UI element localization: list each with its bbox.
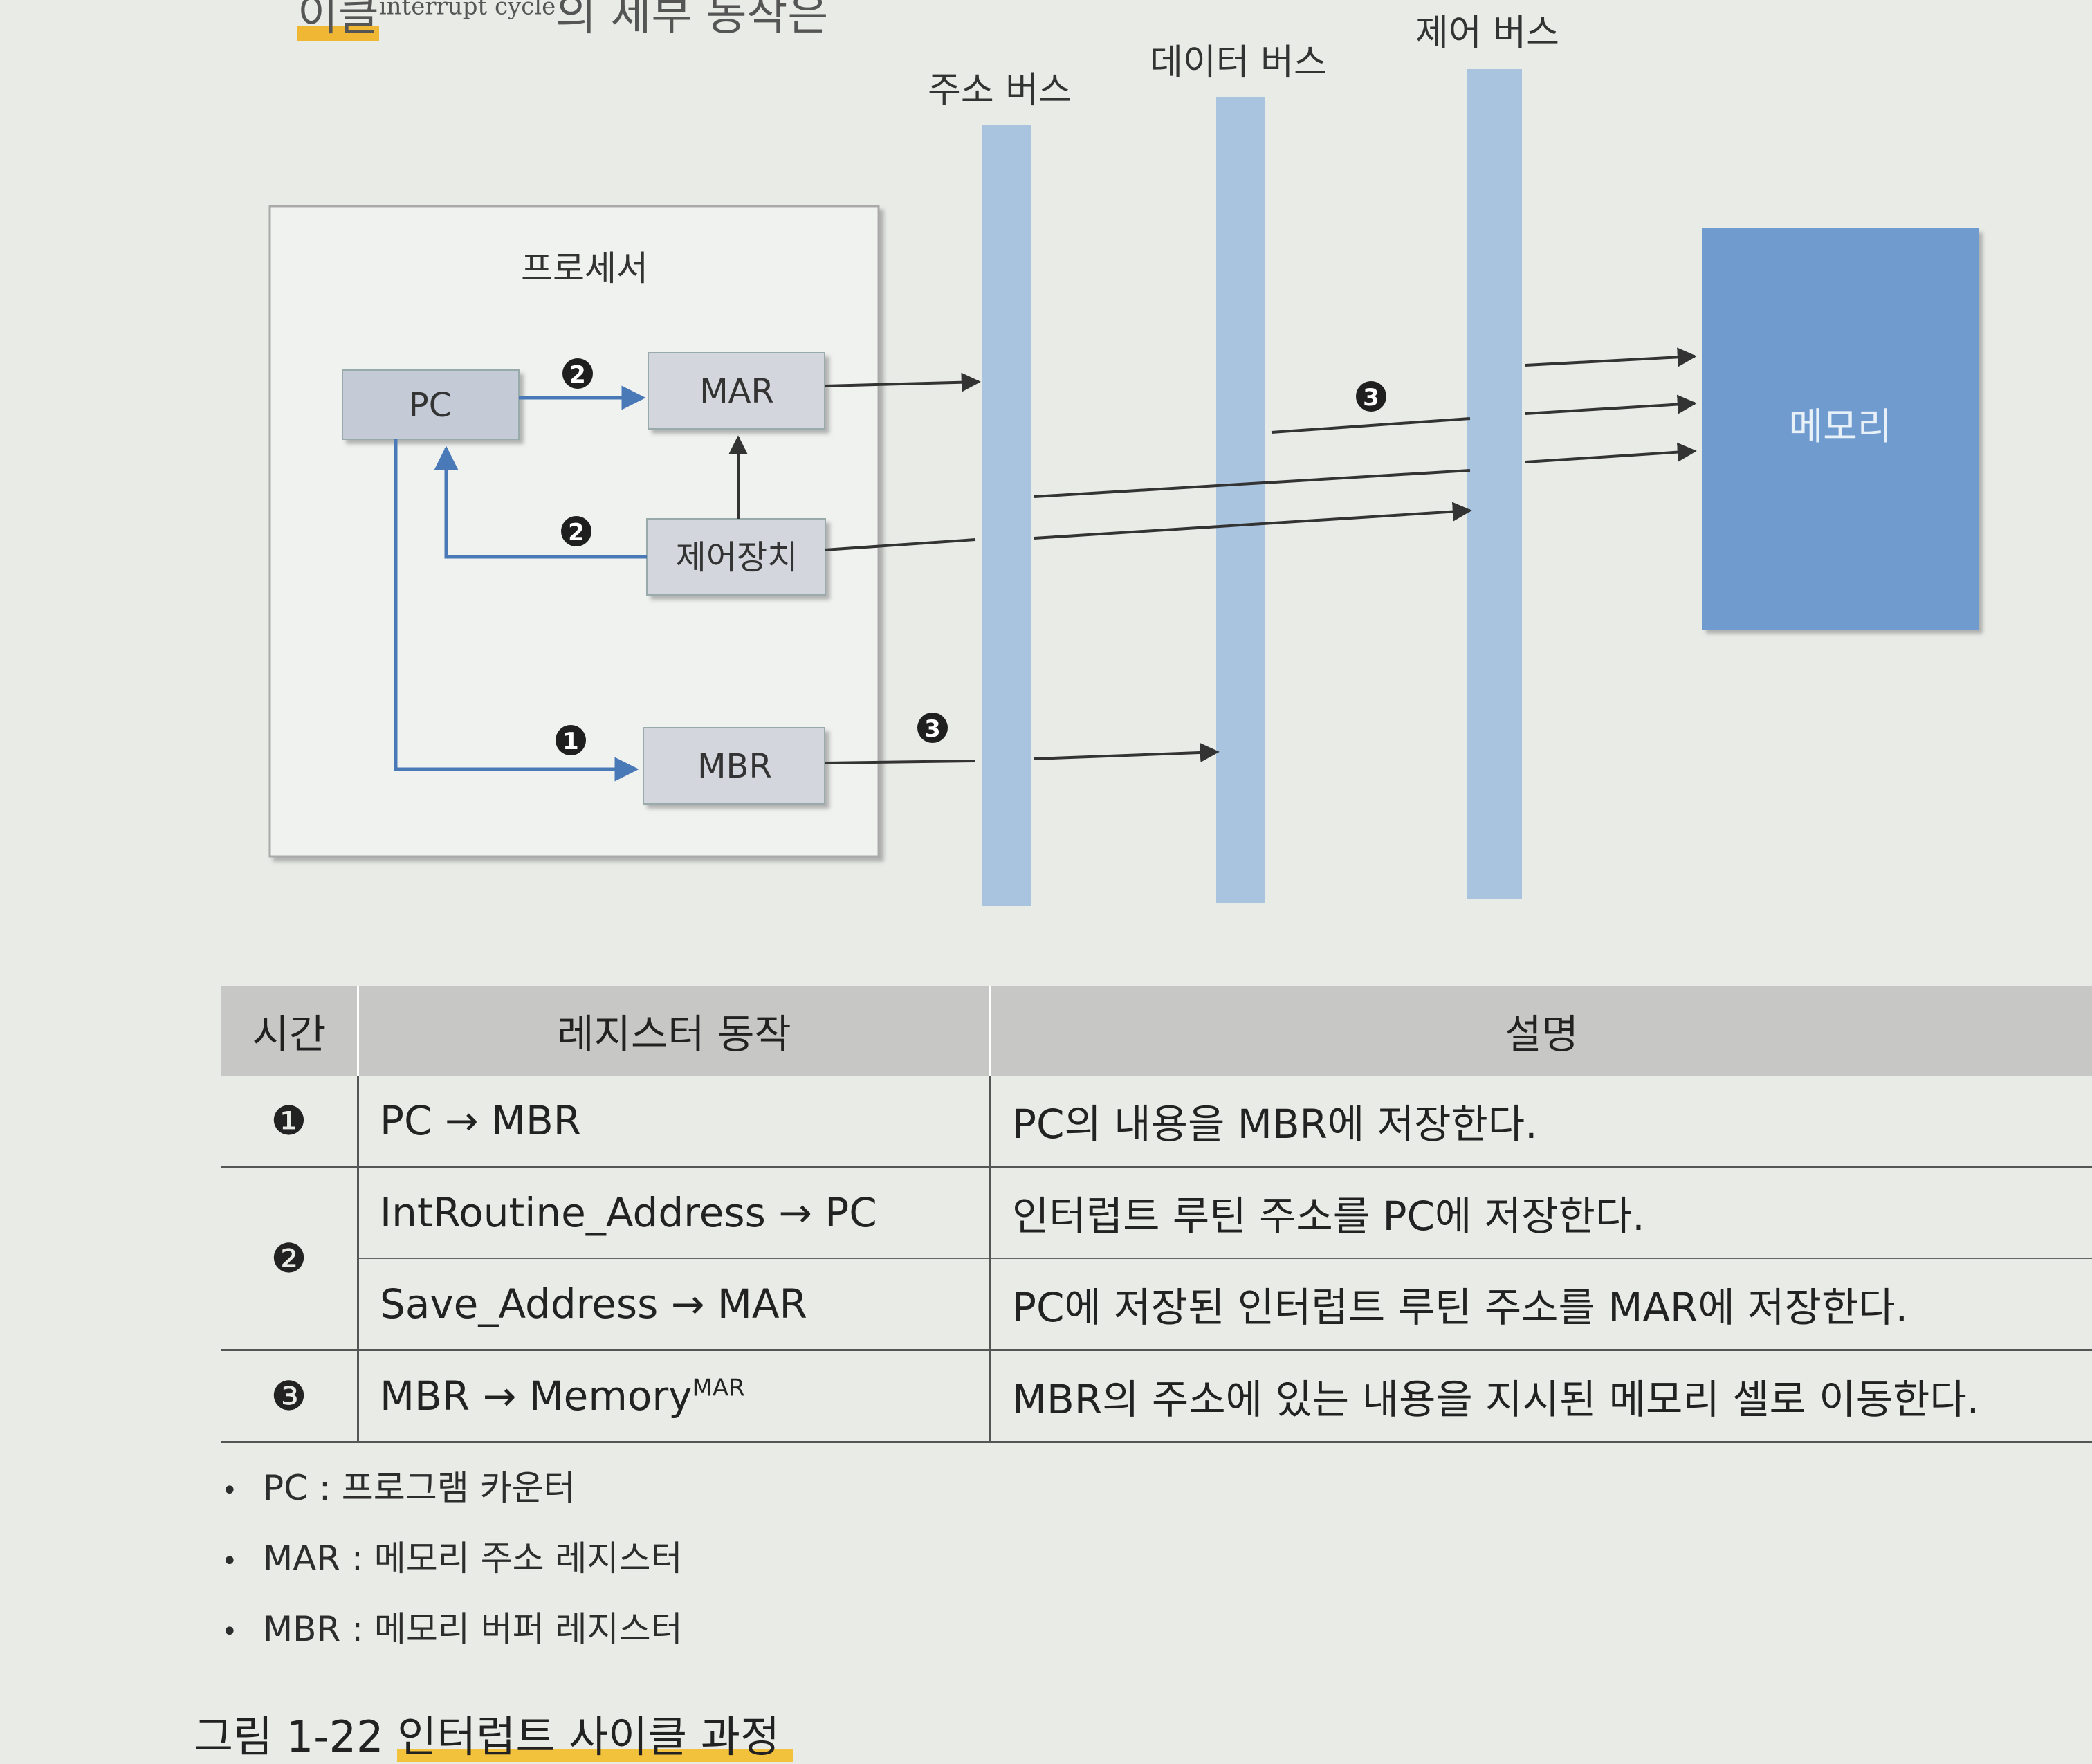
address-bus bbox=[982, 125, 1031, 906]
caption-number: 그림 1-22 bbox=[194, 1711, 384, 1762]
address-bus-label: 주소 버스 bbox=[928, 70, 1072, 111]
caption-title: 인터럽트 사이클 과정 bbox=[397, 1711, 793, 1762]
data-bus-label: 데이터 버스 bbox=[1150, 42, 1327, 84]
svg-text:3: 3 bbox=[924, 715, 941, 743]
note-mar: MAR : 메모리 주소 레지스터 bbox=[263, 1538, 683, 1579]
data-bus bbox=[1216, 97, 1265, 903]
register-operations-table: 시간 레지스터 동작 설명 ❶ PC → MBR PC의 내용을 MBR에 저장… bbox=[221, 986, 2092, 1443]
row-1-description: PC의 내용을 MBR에 저장한다. bbox=[991, 1076, 2092, 1167]
processor-title: 프로세서 bbox=[521, 248, 648, 288]
svg-text:1: 1 bbox=[562, 728, 579, 755]
header-time: 시간 bbox=[221, 986, 358, 1076]
row-4-operation-sup: MAR bbox=[692, 1375, 744, 1402]
bus-to-memory-arrow-2 bbox=[1525, 403, 1695, 414]
table-header-row: 시간 레지스터 동작 설명 bbox=[221, 986, 2092, 1076]
step-marker-3b: 3 bbox=[1356, 381, 1386, 412]
row-4-operation: MBR → MemoryMAR bbox=[358, 1350, 991, 1442]
row-3-description: PC에 저장된 인터럽트 루틴 주소를 MAR에 저장한다. bbox=[991, 1258, 2092, 1350]
step-marker-1: 1 bbox=[556, 725, 586, 755]
list-item: •PC : 프로그램 카운터 bbox=[221, 1453, 683, 1523]
control-unit-label: 제어장치 bbox=[676, 538, 798, 577]
memory-label: 메모리 bbox=[1788, 405, 1891, 448]
svg-text:2: 2 bbox=[568, 519, 585, 546]
row-4-description: MBR의 주소에 있는 내용을 지시된 메모리 셀로 이동한다. bbox=[991, 1350, 2092, 1442]
mbr-to-data-bus-arrow bbox=[1034, 752, 1218, 759]
svg-text:3: 3 bbox=[1363, 384, 1379, 412]
bus-to-memory-arrow-1 bbox=[1525, 356, 1695, 365]
list-item: •MAR : 메모리 주소 레지스터 bbox=[221, 1523, 683, 1594]
table-row: ❸ MBR → MemoryMAR MBR의 주소에 있는 내용을 지시된 메모… bbox=[221, 1350, 2092, 1442]
abbreviation-notes: •PC : 프로그램 카운터 •MAR : 메모리 주소 레지스터 •MBR :… bbox=[221, 1453, 683, 1664]
interrupt-cycle-diagram: 프로세서 주소 버스 데이터 버스 제어 버스 메모리 PC MAR 제어장치 … bbox=[0, 0, 2092, 955]
bus-to-memory-arrow-3 bbox=[1525, 451, 1695, 462]
figure-caption: 그림 1-22 인터럽트 사이클 과정 bbox=[194, 1702, 793, 1764]
step-marker-2a: 2 bbox=[562, 358, 593, 389]
control-bus-label: 제어 버스 bbox=[1415, 12, 1559, 54]
svg-text:2: 2 bbox=[569, 361, 586, 389]
row-1-time: ❶ bbox=[221, 1076, 358, 1167]
note-pc: PC : 프로그램 카운터 bbox=[263, 1468, 576, 1508]
control-bus bbox=[1467, 69, 1522, 899]
mbr-label: MBR bbox=[697, 747, 772, 786]
header-description: 설명 bbox=[991, 986, 2092, 1076]
table-row: ❶ PC → MBR PC의 내용을 MBR에 저장한다. bbox=[221, 1076, 2092, 1167]
pc-label: PC bbox=[409, 386, 452, 425]
step-marker-2b: 2 bbox=[561, 516, 591, 546]
row-3-operation: Save_Address → MAR bbox=[358, 1258, 991, 1350]
note-mbr: MBR : 메모리 버퍼 레지스터 bbox=[263, 1609, 683, 1649]
row-2-time: ❷ bbox=[221, 1167, 358, 1350]
table-row: ❷ IntRoutine_Address → PC 인터럽트 루틴 주소를 PC… bbox=[221, 1167, 2092, 1259]
row-4-time: ❸ bbox=[221, 1350, 358, 1442]
row-2-description: 인터럽트 루틴 주소를 PC에 저장한다. bbox=[991, 1167, 2092, 1259]
list-item: •MBR : 메모리 버퍼 레지스터 bbox=[221, 1594, 683, 1664]
mar-label: MAR bbox=[699, 372, 774, 411]
row-1-operation: PC → MBR bbox=[358, 1076, 991, 1167]
step-marker-3a: 3 bbox=[917, 713, 948, 743]
row-2-operation: IntRoutine_Address → PC bbox=[358, 1167, 991, 1259]
row-4-operation-text: MBR → Memory bbox=[380, 1372, 692, 1420]
header-operation: 레지스터 동작 bbox=[358, 986, 991, 1076]
table-row: Save_Address → MAR PC에 저장된 인터럽트 루틴 주소를 M… bbox=[221, 1258, 2092, 1350]
data-bus-out-line bbox=[1272, 419, 1470, 432]
